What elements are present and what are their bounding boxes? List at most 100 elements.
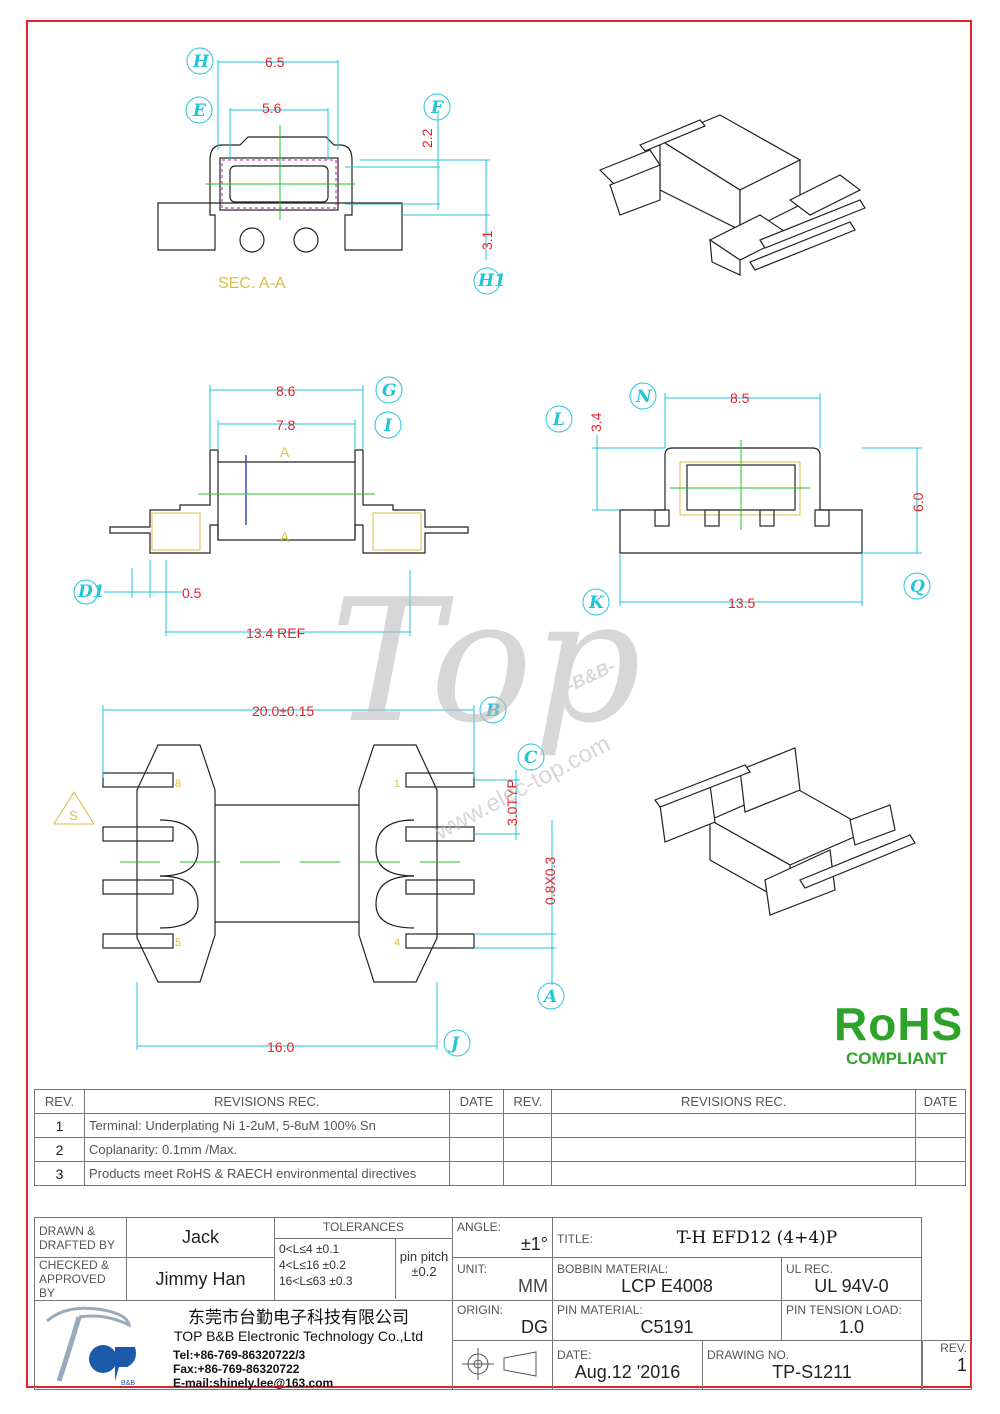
pin-tension-label: PIN TENSION LOAD: (786, 1303, 902, 1317)
section-mark-top: A (280, 444, 290, 460)
dim-5-6: 5.6 (262, 100, 282, 116)
origin: DG (521, 1317, 548, 1337)
tol-line: 0<L≤4 ±0.1 (279, 1241, 340, 1256)
title-block: DRAWN & DRAFTED BY Jack TOLERANCES 0<L≤4… (34, 1217, 972, 1390)
pin-label-5: 5 (175, 937, 181, 949)
dim-3-4: 3.4 (588, 412, 604, 432)
dim-13-5: 13.5 (728, 595, 755, 611)
rev-header: REV. (34, 1089, 85, 1114)
revisions-header-2: REVISIONS REC. (551, 1089, 916, 1114)
top-view: 20.0±0.15 3.0TYP 0.8X0.3 16.0 8 1 5 4 (102, 703, 558, 1055)
callout-h1: H1 (477, 271, 506, 291)
drawing-no: TP-S1211 (772, 1361, 852, 1382)
dim-13-4-ref: 13.4 REF (246, 625, 305, 641)
ul-label: UL REC. (786, 1261, 833, 1276)
bobbin-label: BOBBIN MATERIAL: (557, 1261, 669, 1276)
rev-label: REV. (940, 1341, 967, 1355)
callout-k: K (588, 593, 605, 613)
watermark-brand: Top (330, 563, 641, 761)
rev-header-2: REV. (503, 1089, 553, 1114)
date-header-2: DATE (914, 1089, 967, 1114)
callout-e: E (192, 101, 207, 121)
revisions-header: REVISIONS REC. (83, 1089, 450, 1114)
rev-number: 3 (34, 1161, 85, 1186)
unit: MM (518, 1275, 548, 1296)
tel: Tel:+86-769-86320722/3 (173, 1348, 306, 1362)
email: E-mail:shinely.lee@163.com (173, 1376, 334, 1390)
dim-16-0: 16.0 (267, 1039, 294, 1055)
callout-f: F (430, 98, 445, 118)
pin-material: C5191 (640, 1317, 694, 1337)
revisions-table: REV. REVISIONS REC. DATE REV. REVISIONS … (34, 1089, 967, 1186)
callouts: H E F H1 G I N L D1 K Q B C A J S (53, 47, 931, 1057)
pin-label-8: 8 (175, 778, 181, 790)
rev-text: Coplanarity: 0.1mm /Max. (83, 1137, 450, 1162)
drawing-title: T-H EFD12 (4+4)P (676, 1227, 838, 1248)
date: Aug.12 '2016 (574, 1361, 681, 1382)
dim-8-5: 8.5 (730, 390, 750, 406)
unit-label: UNIT: (457, 1261, 487, 1276)
company-name-cn: 东莞市台勤电子科技有限公司 (188, 1308, 409, 1327)
dim-6-5: 6.5 (265, 54, 285, 70)
rev-value: 1 (956, 1355, 967, 1375)
section-mark-bottom: A (280, 529, 290, 545)
rev-number: 1 (34, 1113, 85, 1138)
table-row: 2 Coplanarity: 0.1mm /Max. (34, 1137, 967, 1162)
fax: Fax:+86-769-86320722 (173, 1362, 300, 1376)
projection-symbol (461, 1347, 536, 1380)
rev-text: Products meet RoHS & RAECH environmental… (83, 1161, 450, 1186)
bobbin-material: LCP E4008 (621, 1275, 713, 1296)
pin-material-label: PIN MATERIAL: (557, 1303, 643, 1317)
tol-line: 4<L≤16 ±0.2 (279, 1257, 346, 1272)
dim-6-0: 6.0 (910, 492, 926, 512)
pin-pitch: ±0.2 (411, 1263, 437, 1279)
dim-7-8: 7.8 (276, 417, 296, 433)
dim-0-5: 0.5 (182, 585, 202, 601)
rev-number: 2 (34, 1137, 85, 1162)
checked-by: Jimmy Han (126, 1257, 275, 1301)
rohs-compliant: COMPLIANT (845, 1049, 948, 1068)
callout-g: G (382, 381, 397, 401)
checked-label: CHECKED & APPROVED BY (34, 1257, 127, 1301)
origin-label: ORIGIN: (457, 1303, 504, 1317)
iso-view-bottom (654, 747, 916, 916)
side-view: 8.6 7.8 0.5 13.4 REF A A (104, 383, 469, 641)
pin-pitch-label: pin pitch (399, 1248, 449, 1264)
dim-8-6: 8.6 (276, 383, 296, 399)
rohs-title: RoHS (834, 998, 964, 1050)
ul-rec: UL 94V-0 (814, 1275, 889, 1296)
callout-j: J (448, 1034, 460, 1054)
section-label: SEC. A-A (218, 275, 286, 292)
dim-20-0: 20.0±0.15 (252, 703, 314, 719)
front-view: 8.5 3.4 6.0 13.5 (588, 390, 926, 611)
date-header: DATE (448, 1089, 505, 1114)
table-row: 1 Terminal: Underplating Ni 1-2uM, 5-8uM… (34, 1113, 967, 1138)
callout-c: C (524, 748, 538, 768)
callout-l: L (552, 410, 565, 430)
pin-label-1: 1 (394, 778, 400, 790)
iso-view-top (598, 114, 866, 276)
callout-a: A (542, 987, 557, 1007)
callout-b: B (485, 701, 500, 721)
callout-d1: D1 (77, 582, 105, 602)
callout-i: I (383, 416, 393, 436)
callout-q: Q (910, 577, 925, 597)
dim-0-8x0-3: 0.8X0.3 (542, 857, 558, 905)
rohs-badge: RoHS COMPLIANT (834, 998, 964, 1068)
angle-label: ANGLE: (457, 1220, 502, 1234)
callout-n: N (635, 387, 653, 407)
callout-s: S (69, 808, 78, 823)
title-label: TITLE: (557, 1231, 594, 1246)
pin-tension: 1.0 (838, 1317, 865, 1337)
date-label: DATE: (557, 1347, 592, 1362)
dim-2-2: 2.2 (419, 128, 435, 148)
company-logo: B&B (46, 1306, 136, 1387)
angle: ±1° (520, 1234, 548, 1254)
dim-3-0-typ: 3.0TYP (504, 779, 520, 826)
rev-text: Terminal: Underplating Ni 1-2uM, 5-8uM 1… (83, 1113, 450, 1138)
tol-line: 16<L≤63 ±0.3 (279, 1273, 353, 1288)
pin-label-4: 4 (394, 937, 400, 949)
logo-text: B&B (121, 1380, 135, 1387)
watermark: Top -B&B- www.elec-top.com (330, 563, 641, 846)
